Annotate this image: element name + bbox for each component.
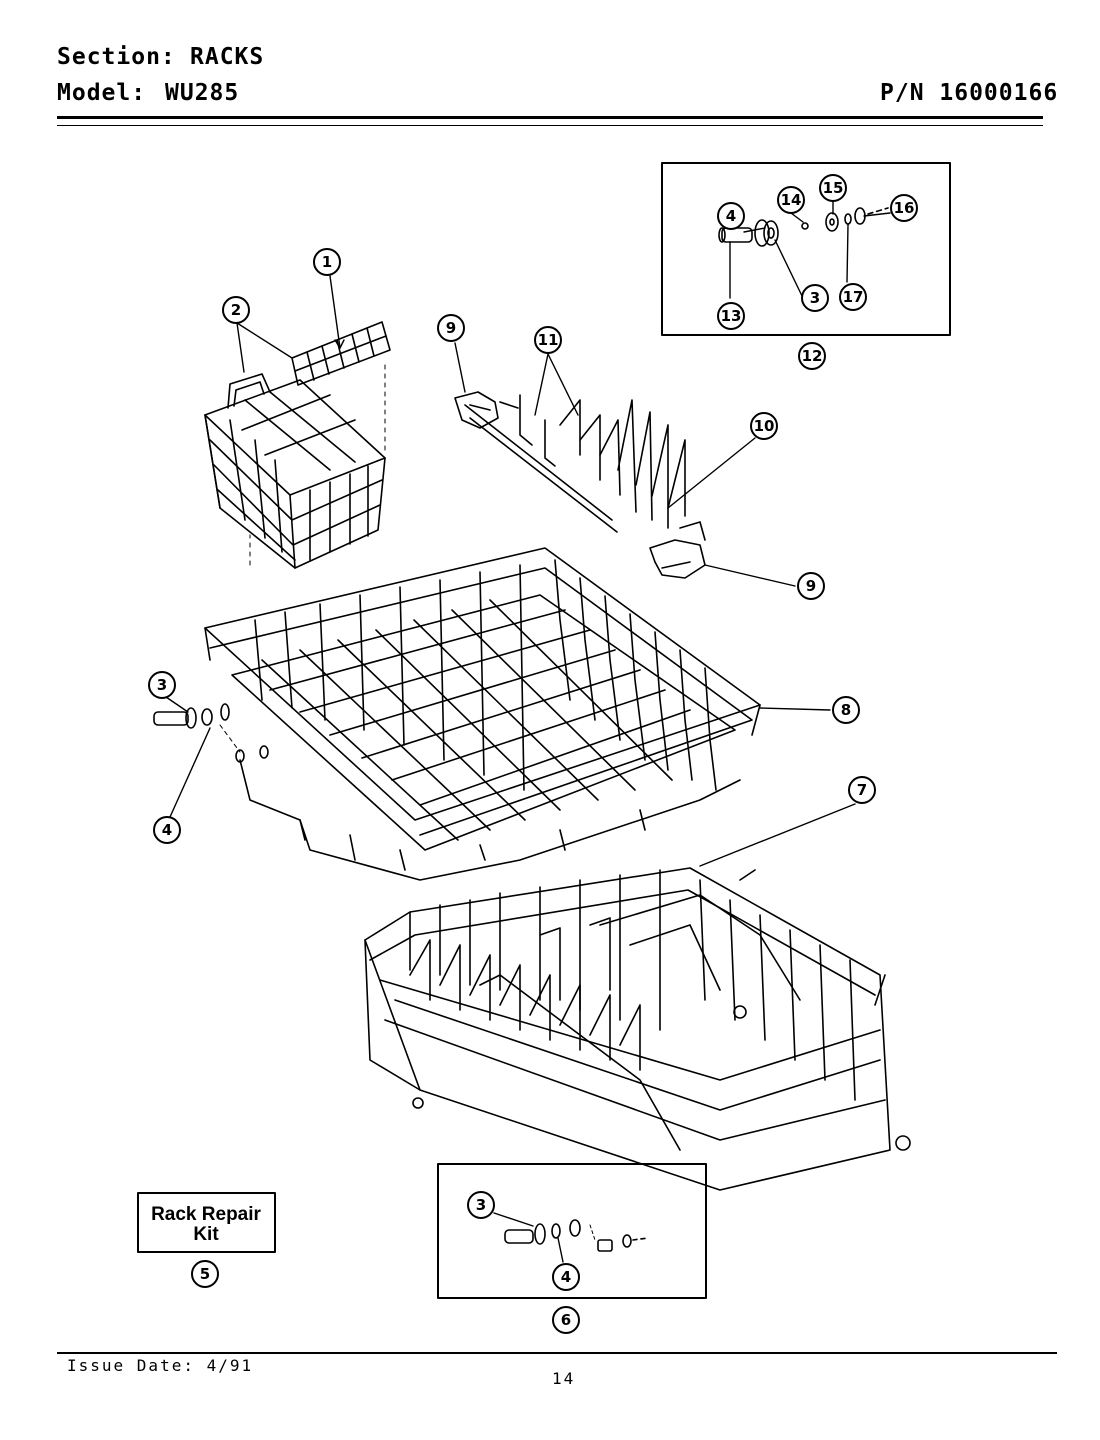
callout-label-6: 6 (561, 1311, 571, 1329)
callout-1 (313, 248, 341, 276)
callout-10 (750, 412, 778, 440)
callout-label-1: 1 (322, 253, 332, 271)
callout-8 (832, 696, 860, 724)
callout-label-10: 10 (754, 417, 775, 435)
callout-6 (552, 1306, 580, 1334)
callout-label-9a: 9 (446, 319, 456, 337)
callout-label-16: 16 (894, 199, 915, 217)
callout-11 (534, 326, 562, 354)
callout-4a (153, 816, 181, 844)
rack-repair-kit-box (137, 1192, 276, 1253)
callout-label-2: 2 (231, 301, 241, 319)
silverware-basket (204, 321, 391, 569)
callout-17 (839, 283, 867, 311)
callout-9b (797, 572, 825, 600)
callout-label-15: 15 (823, 179, 844, 197)
callout-2 (222, 296, 250, 324)
part-number: P/N 16000166 (880, 80, 1059, 106)
lower-roller-detail (504, 1219, 649, 1252)
kit-box-line1: Rack Repair (151, 1204, 261, 1225)
callout-15 (819, 174, 847, 202)
model-value: WU285 (165, 80, 240, 106)
callout-label-4b: 4 (726, 207, 736, 225)
callout-label-3a: 3 (157, 676, 167, 694)
callout-4c (552, 1263, 580, 1291)
roller-assembly-detail (718, 207, 889, 247)
page-number: 14 (552, 1369, 576, 1388)
callout-label-17: 17 (843, 288, 864, 306)
callout-label-8: 8 (841, 701, 851, 719)
callout-label-3b: 3 (810, 289, 820, 307)
detail-box-6 (437, 1163, 707, 1299)
callout-3c (467, 1191, 495, 1219)
callout-label-4c: 4 (561, 1268, 571, 1286)
callout-9a (437, 314, 465, 342)
callout-label-12: 12 (802, 347, 823, 365)
callout-5 (191, 1260, 219, 1288)
lower-rack (364, 867, 911, 1191)
upper-rack (204, 547, 761, 881)
issue-date: Issue Date: 4/91 (67, 1356, 254, 1375)
model-label: Model: (57, 80, 147, 106)
callout-3b (801, 284, 829, 312)
detail-box-12 (661, 162, 951, 336)
callout-12 (798, 342, 826, 370)
footer-rule (57, 1352, 1057, 1354)
callout-4b (717, 202, 745, 230)
upper-rack-roller-detail (153, 707, 213, 729)
callout-label-14: 14 (781, 191, 802, 209)
callout-label-4a: 4 (162, 821, 172, 839)
section-label: Section: (57, 44, 176, 70)
callout-7 (848, 776, 876, 804)
callout-14 (777, 186, 805, 214)
callout-label-11: 11 (538, 331, 559, 349)
callout-3a (148, 671, 176, 699)
section-value: RACKS (190, 44, 265, 70)
callout-label-3c: 3 (476, 1196, 486, 1214)
callout-16 (890, 194, 918, 222)
kit-box-line2: Kit (193, 1224, 219, 1245)
callout-13 (717, 302, 745, 330)
callouts (148, 174, 918, 1334)
cup-shelf (454, 391, 706, 579)
callout-label-13: 13 (721, 307, 742, 325)
leader-lines (165, 201, 891, 1263)
header-rule-thin (57, 125, 1043, 126)
callout-label-5: 5 (200, 1265, 210, 1283)
header-rule-thick (57, 116, 1043, 119)
callout-label-9b: 9 (806, 577, 816, 595)
callout-label-7: 7 (857, 781, 867, 799)
